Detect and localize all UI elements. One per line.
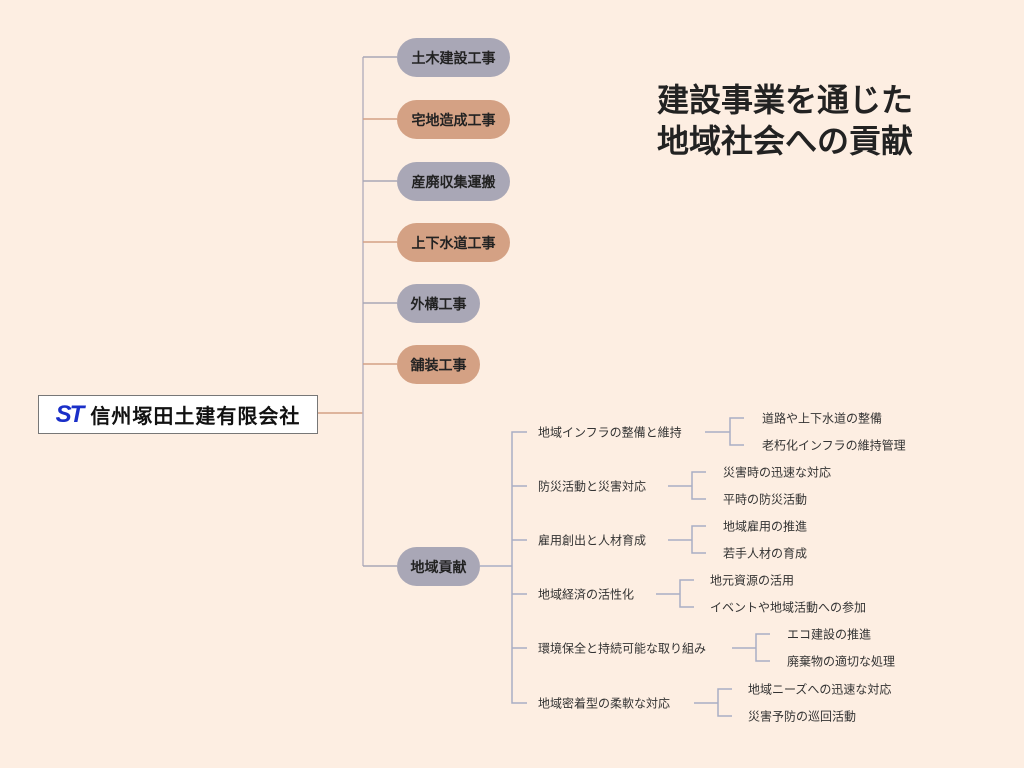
leaf-item: 老朽化インフラの維持管理 — [762, 438, 906, 453]
leaf-item: イベントや地域活動への参加 — [710, 600, 867, 615]
contribution-item: 地域密着型の柔軟な対応 — [538, 696, 671, 711]
contribution-item: 防災活動と災害対応 — [538, 479, 647, 494]
leaf-item: 若手人材の育成 — [723, 546, 808, 561]
root-node-company: ST 信州塚田土建有限会社 — [38, 395, 318, 434]
leaf-item: 平時の防災活動 — [723, 492, 808, 507]
branch-land-development: 宅地造成工事 — [397, 100, 510, 139]
leaf-item: 地域ニーズへの迅速な対応 — [748, 682, 892, 697]
contribution-item: 地域経済の活性化 — [538, 587, 635, 602]
leaf-item: 災害予防の巡回活動 — [748, 709, 857, 724]
diagram-title: 建設事業を通じた 地域社会への貢献 — [657, 80, 913, 162]
title-line-1: 建設事業を通じた — [657, 81, 914, 119]
leaf-item: 地元資源の活用 — [710, 573, 795, 588]
contribution-item: 地域インフラの整備と維持 — [538, 425, 682, 440]
title-line-2: 地域社会への貢献 — [657, 122, 914, 160]
branch-waste-transport: 産廃収集運搬 — [397, 162, 510, 201]
leaf-item: 災害時の迅速な対応 — [723, 465, 832, 480]
contribution-item: 環境保全と持続可能な取り組み — [538, 641, 707, 656]
leaf-item: 地域雇用の推進 — [723, 519, 808, 534]
leaf-item: 廃棄物の適切な処理 — [787, 654, 896, 669]
branch-community-contribution: 地域貢献 — [397, 547, 480, 586]
company-logo-icon: ST — [55, 400, 85, 428]
branch-paving: 舗装工事 — [397, 345, 480, 384]
branch-civil-engineering: 土木建設工事 — [397, 38, 510, 77]
contribution-item: 雇用創出と人材育成 — [538, 533, 647, 548]
company-name: 信州塚田土建有限会社 — [90, 404, 301, 428]
branch-exterior-works: 外構工事 — [397, 284, 480, 323]
branch-water-sewer: 上下水道工事 — [397, 223, 510, 262]
leaf-item: 道路や上下水道の整備 — [762, 411, 883, 426]
leaf-item: エコ建設の推進 — [787, 627, 872, 642]
